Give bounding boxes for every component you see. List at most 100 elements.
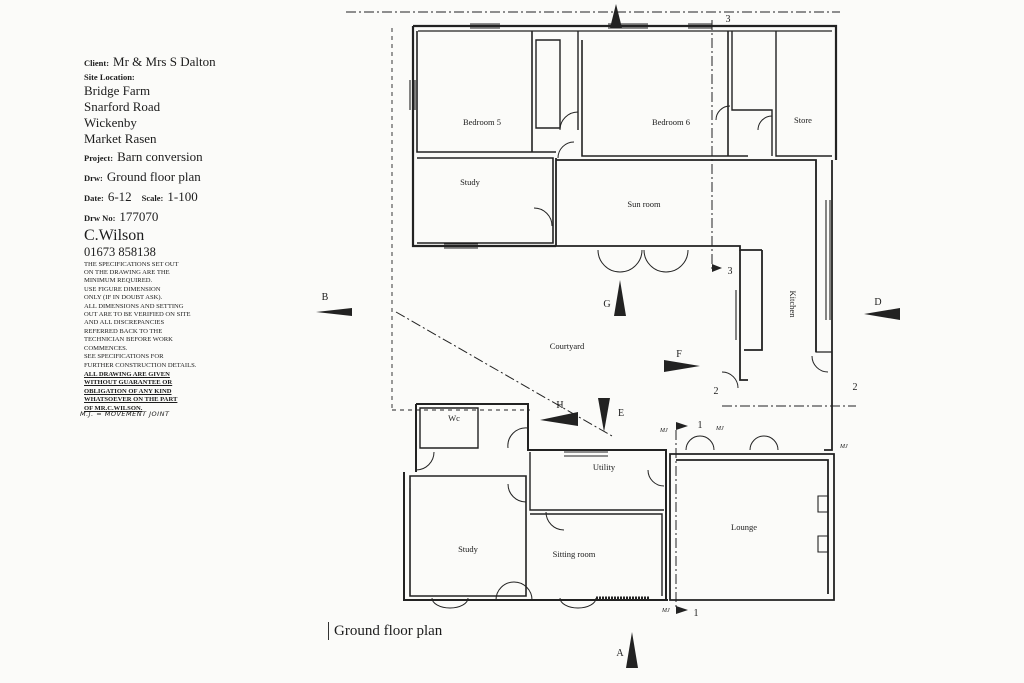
lounge-chimney <box>817 495 829 553</box>
note-line: COMMENCES. <box>84 344 128 352</box>
address-line-1: Bridge Farm <box>84 82 151 98</box>
specification-notes: THE SPECIFICATIONS SET OUT ON THE DRAWIN… <box>84 261 254 370</box>
door-arc <box>559 111 579 131</box>
client-label: Client: <box>84 58 110 68</box>
door-arc <box>415 451 435 471</box>
utility-walls <box>529 452 664 511</box>
marker-section-3-top: 3 <box>726 14 731 25</box>
window <box>470 23 712 29</box>
note-line: ONLY (IF IN DOUBT ASK). <box>84 294 163 302</box>
marker-section-2-right: 2 <box>853 382 858 393</box>
marker-h: H <box>556 400 563 411</box>
mj-marker: MJ <box>715 426 724 432</box>
plan-caption: Ground floor plan <box>328 622 442 640</box>
section-flag-1b <box>676 606 688 614</box>
sun-room-walls <box>555 158 817 352</box>
door-arc <box>559 597 597 609</box>
door-arc <box>811 355 829 373</box>
room-label-utility: Utility <box>593 462 616 472</box>
designer-phone: 01673 858138 <box>84 244 156 259</box>
project-value: Barn conversion <box>117 148 203 164</box>
address-line-3: Wickenby <box>84 114 137 130</box>
section-arrow-h <box>540 412 578 426</box>
section-arrow-a <box>626 632 638 668</box>
marker-d: D <box>874 297 881 308</box>
drawing-number-label: Drw No: <box>84 212 116 223</box>
upper-wing-outer-wall <box>411 24 838 248</box>
room-label-lounge: Lounge <box>731 522 757 532</box>
window <box>825 200 831 320</box>
section-flag-1 <box>676 422 688 430</box>
note-line: ALL DIMENSIONS AND SETTING <box>84 302 184 310</box>
mj-marker: MJ <box>839 444 848 450</box>
disclaimer-line: ALL DRAWING ARE GIVEN <box>84 370 170 378</box>
section-arrow-g <box>614 280 626 316</box>
lower-wing-outer-wall <box>403 403 668 601</box>
disclaimer-line: WHATSOEVER ON THE PART <box>84 396 178 404</box>
study-lower-walls <box>409 475 527 597</box>
sitting-room-walls <box>530 513 663 596</box>
door-arc <box>647 469 665 487</box>
scale-value: 1-100 <box>167 188 198 204</box>
marker-b: B <box>322 292 329 303</box>
address-line-4: Market Rasen <box>84 130 157 146</box>
date-label: Date: <box>84 192 104 203</box>
door-arc <box>507 427 529 449</box>
client-row: Client: Mr & Mrs S Dalton <box>84 52 254 72</box>
marker-a: A <box>616 648 624 659</box>
note-line: USE FIGURE DIMENSION <box>84 285 161 293</box>
door-arc <box>721 371 739 389</box>
note-line: TECHNICIAN BEFORE WORK <box>84 336 173 344</box>
mj-marker: MJ <box>661 608 670 614</box>
note-line: ON THE DRAWING ARE THE <box>84 269 170 277</box>
marker-f: F <box>676 349 682 360</box>
door-arc <box>643 249 689 273</box>
disclaimer-line: WITHOUT GUARANTEE OR <box>84 379 173 387</box>
wc-walls <box>419 407 479 449</box>
section-arrow-top <box>610 4 622 28</box>
drawing-number-value: 177070 <box>119 208 159 224</box>
window <box>409 80 416 110</box>
project-row: Project: Barn conversion <box>84 147 254 167</box>
marker-g: G <box>603 299 610 310</box>
disclaimer-line: OBLIGATION OF ANY KIND <box>84 387 172 395</box>
door-arc <box>545 511 565 531</box>
bedroom6-walls <box>581 31 748 157</box>
section-arrow-e <box>598 398 610 432</box>
marker-section-1-bottom: 1 <box>694 608 699 619</box>
door-arc <box>757 115 773 131</box>
date-scale-row: Date: 6-12 Scale: 1-100 <box>84 187 254 207</box>
door-arc <box>597 249 643 273</box>
date-value: 6-12 <box>107 188 132 204</box>
window <box>444 243 478 249</box>
window <box>735 290 741 340</box>
client-value: Mr & Mrs S Dalton <box>113 54 216 69</box>
note-line: FURTHER CONSTRUCTION DETAILS. <box>84 361 197 369</box>
note-line: THE SPECIFICATIONS SET OUT <box>84 260 179 268</box>
door-arc <box>557 141 575 159</box>
kitchen-counter <box>815 160 832 353</box>
scale-label: Scale: <box>141 192 164 203</box>
window <box>403 488 411 510</box>
door-arc <box>431 597 469 609</box>
site-address: Bridge Farm Snarford Road Wickenby Marke… <box>84 83 254 147</box>
section-arrow-f <box>664 360 700 372</box>
section-line-diagonal <box>395 311 613 437</box>
study-upper-walls <box>417 157 554 244</box>
courtyard-dashed-edge <box>391 28 530 411</box>
ensuite5-walls <box>535 31 579 130</box>
door-arc <box>507 483 527 503</box>
room-label-study-lower: Study <box>458 544 479 554</box>
marker-section-3-bottom: 3 <box>728 266 733 277</box>
room-label-kitchen: Kitchen <box>788 291 798 319</box>
room-label-courtyard: Courtyard <box>550 341 585 351</box>
door-arc <box>533 207 553 227</box>
room-label-bedroom6: Bedroom 6 <box>652 117 690 127</box>
drawing-label: Drw: <box>84 172 103 183</box>
room-label-sitting-room: Sitting room <box>553 549 596 559</box>
door-arc <box>685 435 715 451</box>
drawing-row: Drw: Ground floor plan <box>84 167 254 187</box>
note-line: REFERRED BACK TO THE <box>84 327 163 335</box>
note-line: SEE SPECIFICATIONS FOR <box>84 353 164 361</box>
